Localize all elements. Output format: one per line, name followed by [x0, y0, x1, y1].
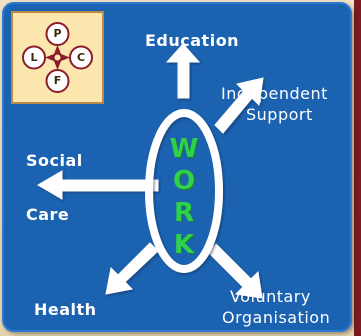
- logo-letter-right: C: [76, 50, 86, 64]
- arrow-social-care: [37, 170, 159, 200]
- work-oval: [145, 109, 223, 273]
- arrow-independent-support: [214, 77, 264, 134]
- logo-graphic: [22, 22, 93, 93]
- logo-letter-top: P: [53, 27, 62, 40]
- arrow-education: [165, 43, 201, 99]
- work-letter-k: K: [173, 230, 195, 260]
- label-support: Support: [246, 105, 313, 124]
- label-voluntary: Voluntary: [230, 287, 311, 306]
- label-care: Care: [26, 205, 70, 224]
- work-letter-o: O: [172, 166, 196, 196]
- plcf-logo: P L C F: [11, 11, 104, 104]
- label-independent: Independent: [221, 84, 328, 103]
- label-education: Education: [145, 31, 240, 50]
- page-edge: [354, 0, 361, 336]
- label-organisation: Organisation: [222, 308, 331, 327]
- work-letter-w: W: [169, 134, 199, 164]
- arrow-voluntary-organisation: [207, 243, 263, 299]
- logo-letter-left: L: [30, 50, 38, 64]
- work-letter-r: R: [173, 198, 195, 228]
- label-social: Social: [26, 151, 83, 170]
- arrow-health: [105, 242, 159, 295]
- logo-letter-bottom: F: [53, 74, 62, 87]
- label-health: Health: [34, 300, 97, 319]
